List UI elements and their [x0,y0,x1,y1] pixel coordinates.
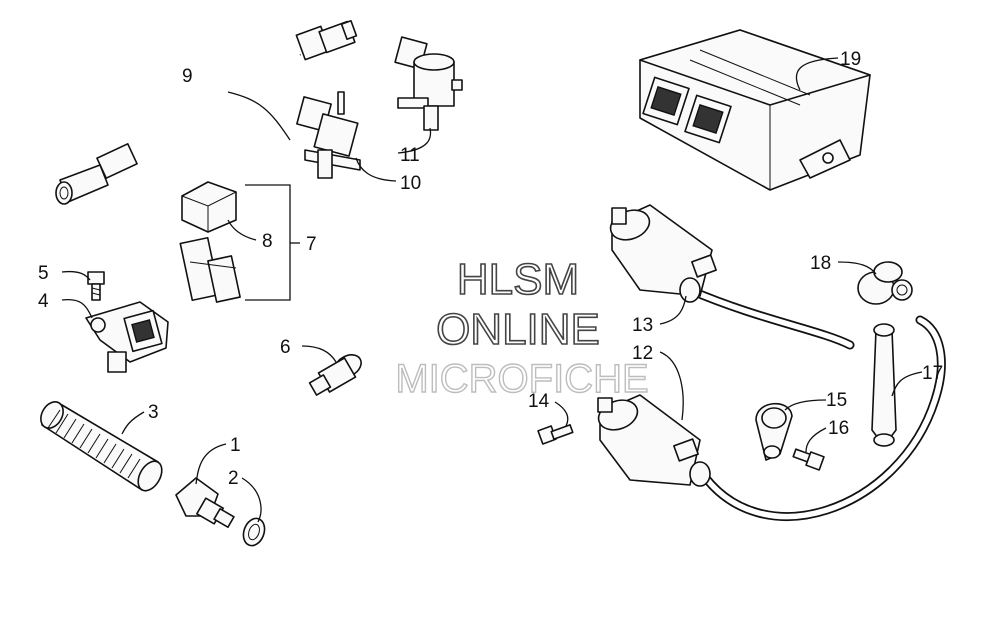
callout-11: 11 [400,145,420,166]
callout-16: 16 [828,418,849,439]
callout-1: 1 [230,435,241,456]
watermark: HLSM ONLINE MICROFICHE [395,254,650,402]
part-ignition-coil-12[interactable] [594,315,946,521]
part-corrugated-sleeve[interactable] [36,398,166,495]
callout-3: 3 [148,402,159,423]
callout-9: 9 [182,66,193,87]
callout-6: 6 [280,337,291,358]
callout-10: 10 [400,173,421,194]
callout-18: 18 [810,253,831,274]
callout-5: 5 [38,263,49,284]
callout-8: 8 [262,231,273,252]
part-bolt-5[interactable] [87,271,105,301]
part-pressure-switch[interactable] [308,350,366,396]
part-relay[interactable] [179,181,241,303]
part-cable-clamp[interactable] [755,402,793,461]
part-spark-plug-cap[interactable] [857,261,913,305]
watermark-line-3: MICROFICHE [395,357,648,401]
part-spark-plug-boot[interactable] [871,323,897,447]
part-ecu-module[interactable] [639,29,871,191]
part-ignition-coil-13[interactable] [606,204,855,350]
part-solenoid-valve-10[interactable] [296,91,361,179]
callout-15: 15 [826,390,847,411]
callout-17: 17 [922,363,943,384]
callout-19: 19 [840,49,861,70]
part-map-sensor[interactable] [85,301,169,373]
callout-14: 14 [528,391,550,412]
callout-labels: 9 10 11 8 7 5 4 6 3 1 2 13 12 14 15 16 1… [38,49,943,489]
part-sealing-washer[interactable] [240,515,268,548]
callout-4: 4 [38,291,49,312]
callout-7: 7 [306,234,317,255]
callout-2: 2 [228,468,239,489]
watermark-line-1: HLSM [457,255,579,304]
callout-13: 13 [632,315,653,336]
part-bolt-14[interactable] [537,424,574,445]
leader-lines [61,57,923,523]
part-solenoid-valve-11[interactable] [394,36,463,131]
part-oxygen-sensor[interactable] [55,19,358,205]
callout-12: 12 [632,343,653,364]
watermark-line-2: ONLINE [436,305,600,354]
part-temperature-sensor[interactable] [175,477,235,528]
part-bolt-16[interactable] [792,448,825,471]
